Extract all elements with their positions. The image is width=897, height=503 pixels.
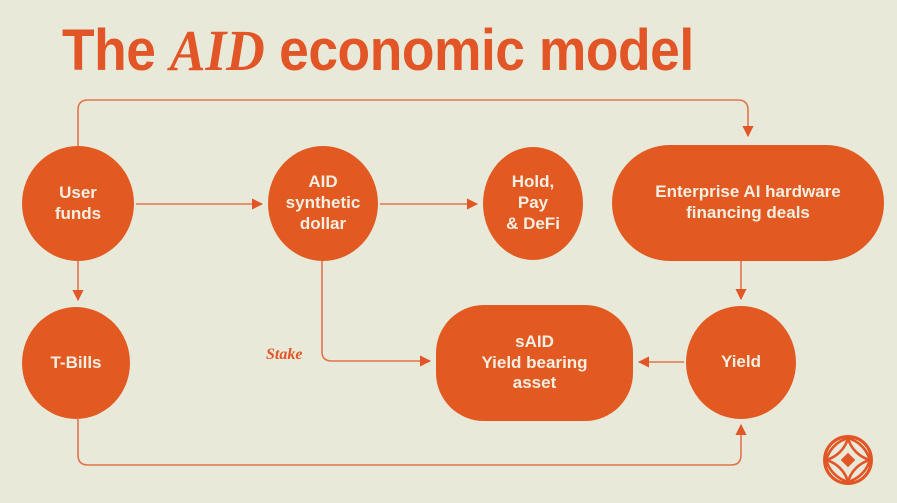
edge-label-stake: Stake — [266, 346, 303, 363]
title-prefix: The — [62, 18, 170, 83]
node-yield-label: Yield — [721, 352, 761, 372]
edge-tbills-to-yield — [77, 419, 747, 466]
node-hold-pay-defi-label: Hold, Pay & DeFi — [506, 172, 560, 233]
node-hold-pay-defi[interactable]: Hold, Pay & DeFi — [483, 147, 583, 260]
edge-aid-to-said-stake — [321, 261, 432, 367]
node-said-yield-bearing-asset-label: sAID Yield bearing asset — [481, 331, 588, 393]
node-yield[interactable]: Yield — [686, 306, 796, 419]
node-user-funds[interactable]: User funds — [22, 146, 134, 261]
title-suffix: economic model — [264, 18, 694, 83]
node-said-yield-bearing-asset[interactable]: sAID Yield bearing asset — [436, 305, 633, 421]
node-user-funds-label: User funds — [54, 182, 102, 223]
edge-userfunds-to-enterprise — [77, 99, 754, 146]
node-aid-synthetic-dollar-label: AID synthetic dollar — [285, 172, 361, 233]
node-t-bills-label: T-Bills — [50, 352, 102, 372]
node-enterprise-ai-hardware[interactable]: Enterprise AI hardware financing deals — [612, 145, 884, 261]
node-enterprise-ai-hardware-label: Enterprise AI hardware financing deals — [655, 182, 841, 222]
title-emphasis: AID — [169, 18, 265, 83]
page-title: The AID economic model — [62, 18, 694, 85]
node-aid-synthetic-dollar[interactable]: AID synthetic dollar — [268, 146, 378, 261]
node-t-bills[interactable]: T-Bills — [22, 307, 130, 419]
four-petal-diamond-logo — [823, 435, 873, 485]
